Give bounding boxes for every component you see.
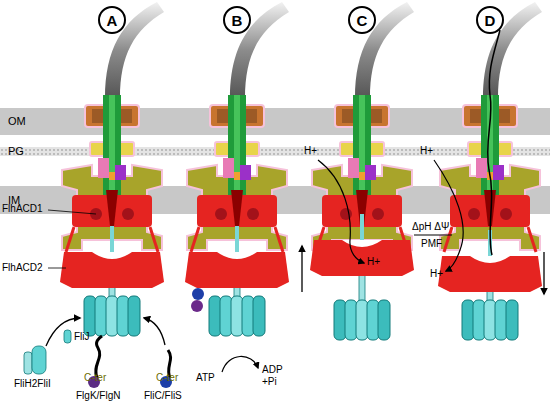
proton-path <box>434 160 463 271</box>
proton-path <box>318 160 364 263</box>
part-label: H+ <box>420 145 433 157</box>
pmf-fraction-line <box>414 235 452 236</box>
leader-line <box>48 268 66 269</box>
part-label: FlhACD2 <box>2 262 43 274</box>
movement-arrow <box>543 252 544 294</box>
part-label: FliJ <box>74 331 90 343</box>
flij-protein <box>64 330 71 343</box>
panel-letter: B <box>223 6 251 34</box>
panel-letter: D <box>476 6 504 34</box>
part-label: ATP <box>196 372 215 384</box>
part-label: H+ <box>430 268 443 280</box>
released-chaperone <box>192 288 204 300</box>
substrate-chain <box>488 30 500 255</box>
part-label: FlhACD1 <box>2 203 43 215</box>
flagellar-motor <box>187 2 289 252</box>
part-label: ΔpH ΔΨ <box>412 221 449 233</box>
movement-arrow <box>301 246 302 292</box>
part-label: FlgK/FlgN <box>76 390 120 402</box>
flih-protein <box>24 352 32 374</box>
part-label: C-ter <box>84 372 106 384</box>
panel-label: D <box>485 13 496 28</box>
part-label: H+ <box>367 256 380 268</box>
part-label: FliH2FliI <box>14 378 51 390</box>
part-label: C-ter <box>156 372 178 384</box>
flii-protein <box>32 346 46 374</box>
flha-cd-ring <box>310 214 414 276</box>
panel-label: A <box>107 13 118 28</box>
panel-letter: A <box>98 6 126 34</box>
panel-letter: C <box>348 6 376 34</box>
part-label: FliC/FliS <box>144 390 182 402</box>
flagellar-motor <box>62 2 164 252</box>
panel-label: B <box>232 13 243 28</box>
atpase-hexamer <box>334 270 390 340</box>
flha-cd-ring <box>185 226 289 288</box>
substrate-chain <box>96 336 102 378</box>
leader-line <box>48 210 96 214</box>
binding-arrow <box>144 318 165 345</box>
hydrolysis-arrow <box>222 356 258 372</box>
part-label: ADP +Pi <box>262 364 288 387</box>
flha-cd-ring <box>60 226 164 288</box>
panel-label: C <box>357 13 368 28</box>
released-chaperone <box>191 300 203 312</box>
part-label: PG <box>8 145 24 158</box>
part-label: H+ <box>304 145 317 157</box>
part-label: OM <box>8 115 26 128</box>
part-label: PMF <box>421 238 442 250</box>
